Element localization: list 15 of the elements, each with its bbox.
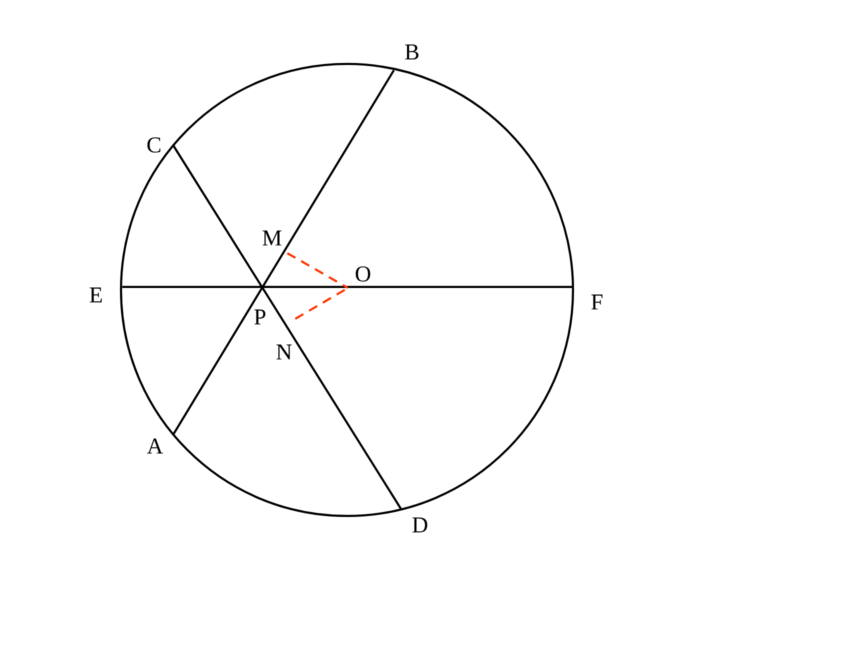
line-segment [172, 144, 402, 510]
point-label: A [147, 438, 164, 454]
point-label: N [276, 344, 292, 360]
point-label: E [90, 288, 102, 302]
point-label: P [254, 310, 266, 324]
point-label: F [591, 294, 602, 310]
point-label: B [405, 44, 418, 60]
point-label: D [412, 518, 428, 532]
point-label: M [262, 230, 282, 246]
point-label: C [147, 137, 160, 153]
line-segment [294, 287, 348, 320]
point-label: O [356, 266, 370, 282]
line-segment [286, 252, 348, 289]
line-segment [122, 286, 573, 288]
line-segment [172, 70, 395, 436]
